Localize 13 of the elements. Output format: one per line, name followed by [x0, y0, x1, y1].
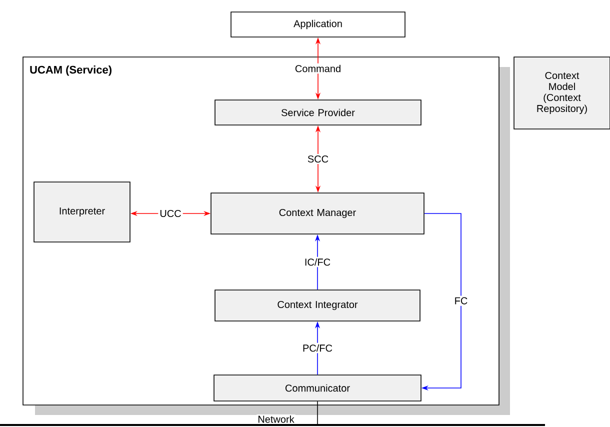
edge-label: FC — [452, 296, 470, 306]
network-bus: Network — [0, 414, 545, 426]
process-box: Context Integrator — [214, 290, 420, 322]
process-box: Context Manager — [210, 192, 424, 234]
process-box: Communicator — [214, 374, 422, 402]
app-box: Application — [230, 12, 406, 38]
side-box: Context Model (Context Repository) — [514, 56, 610, 130]
edge-label: UCC — [158, 208, 183, 219]
node-label: Network — [258, 415, 294, 423]
edge-label: PC/FC — [301, 342, 334, 354]
process-box: Service Provider — [214, 100, 422, 126]
container-title: UCAM (Service) — [30, 66, 112, 76]
process-box: Interpreter — [34, 182, 130, 242]
